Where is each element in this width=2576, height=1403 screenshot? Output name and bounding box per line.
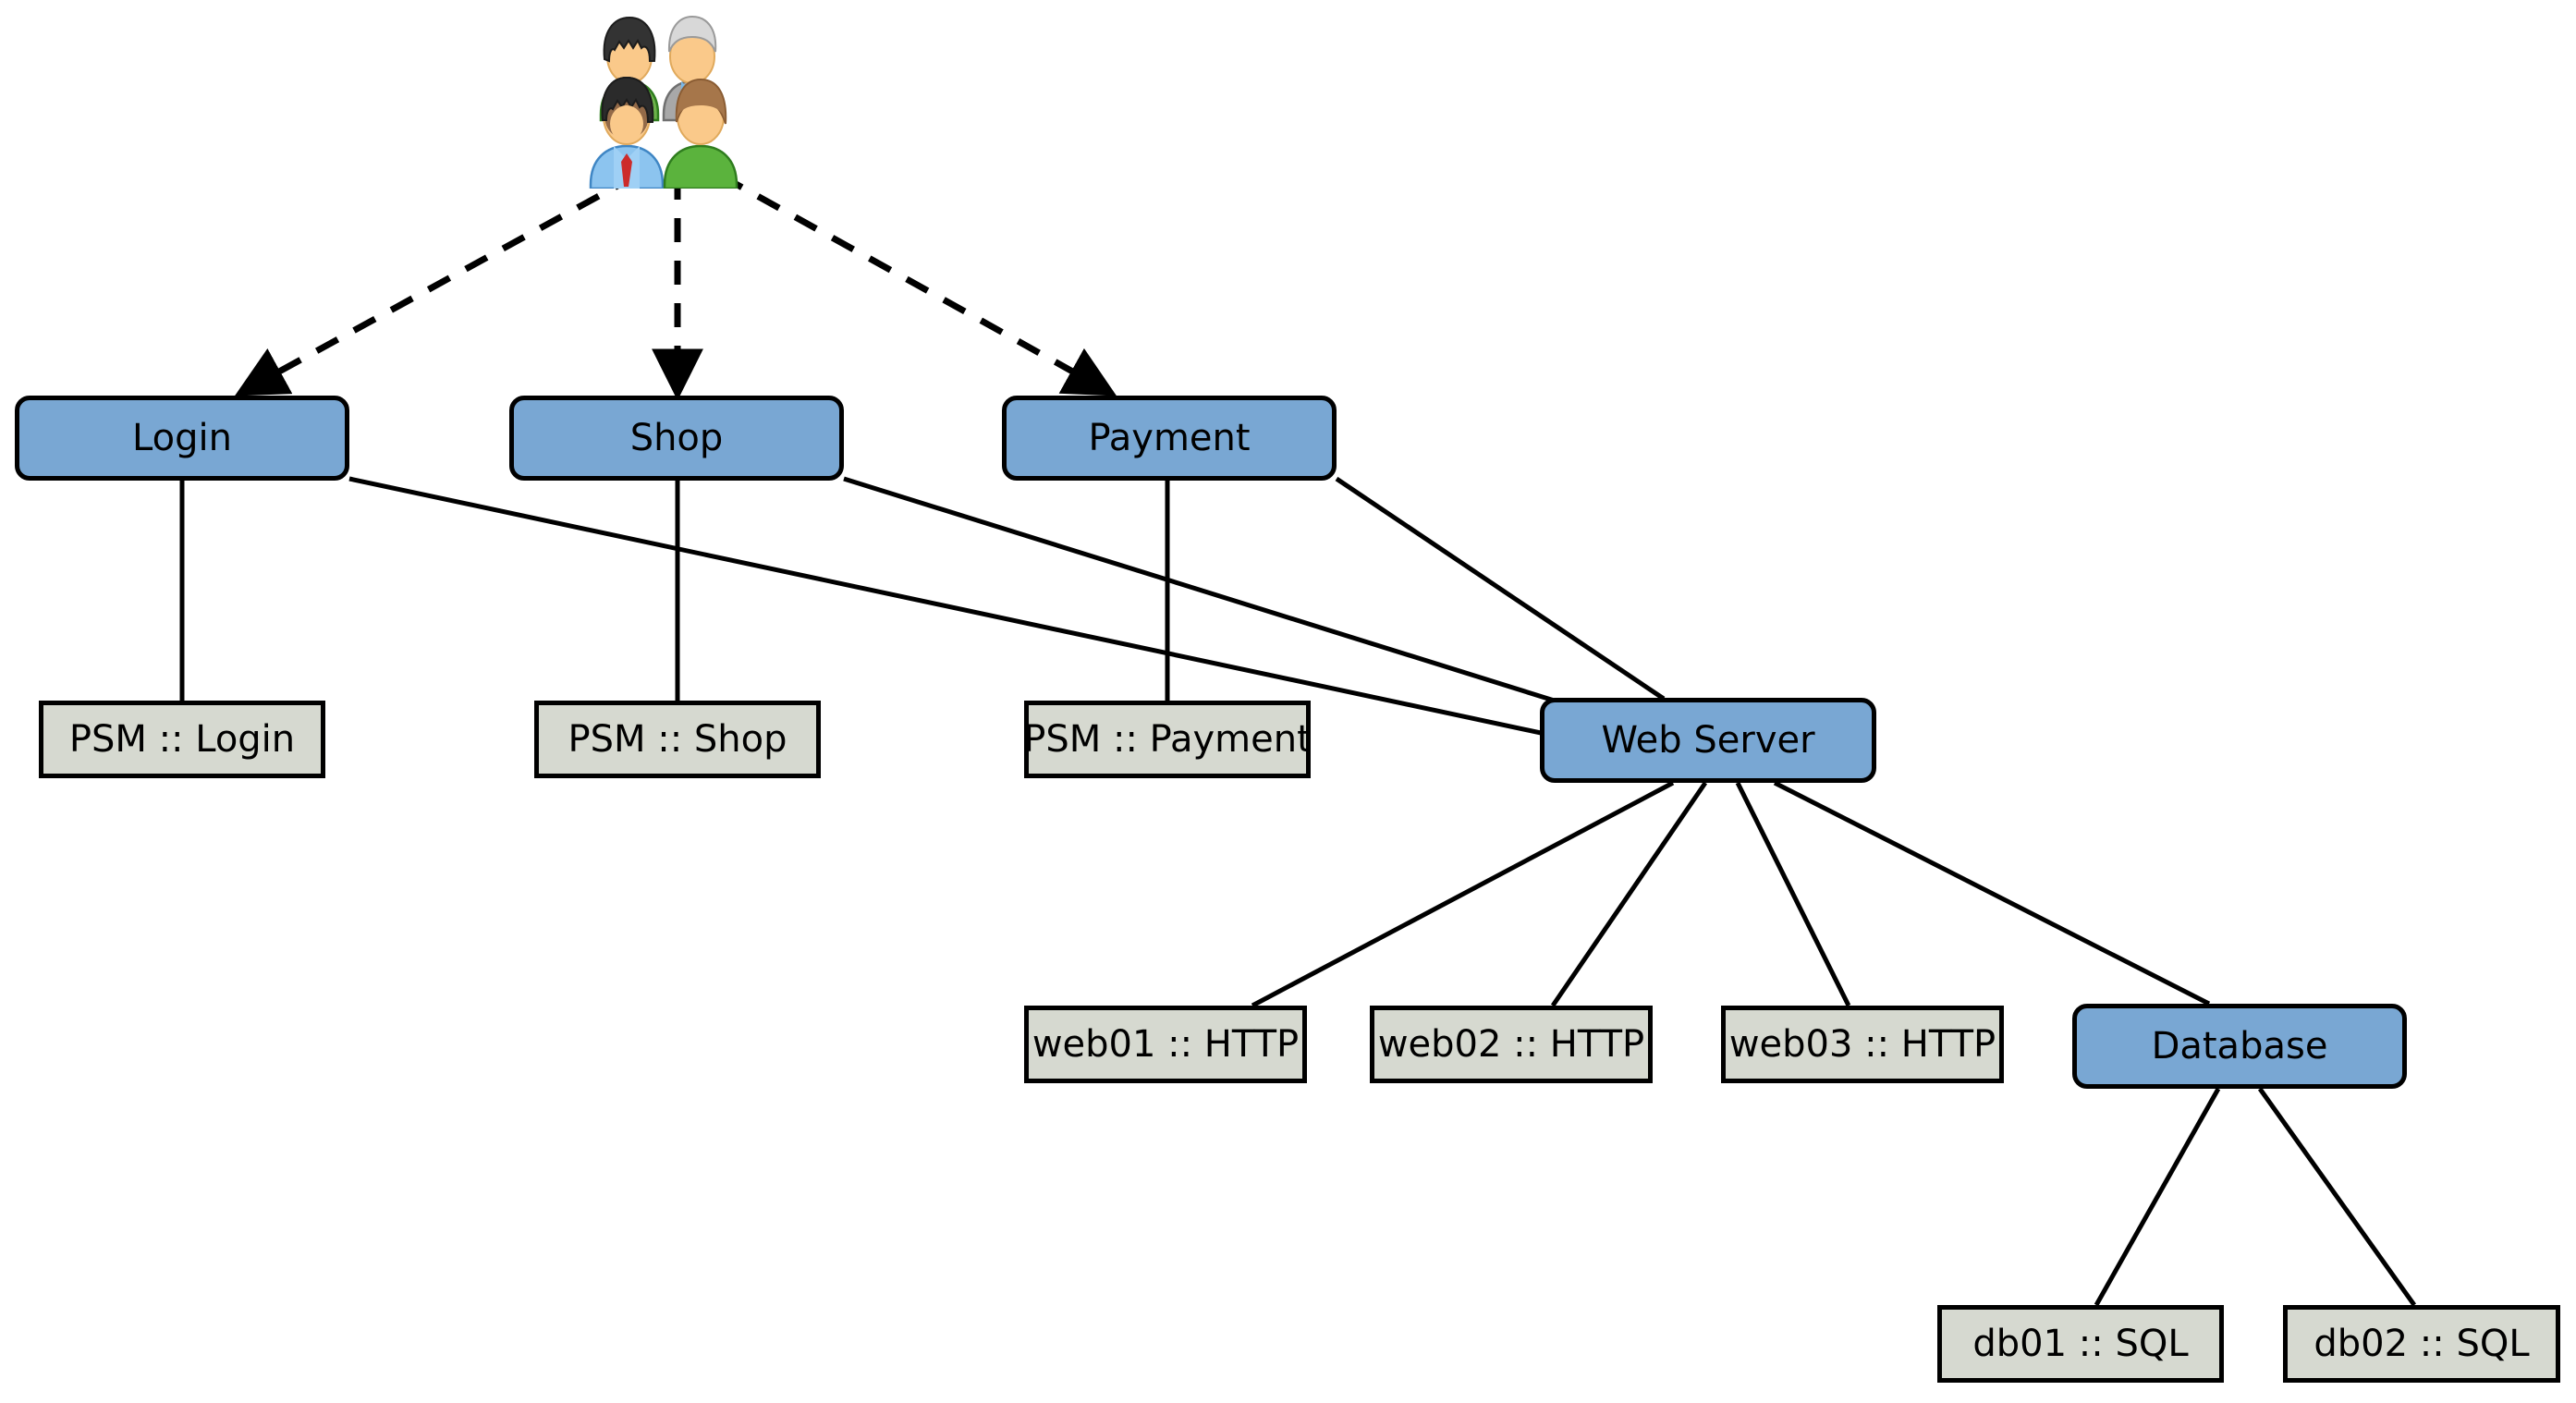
edge-users-to-payment [719, 172, 1117, 396]
node-db01-label: db01 :: SQL [1972, 1323, 2189, 1365]
edge-payment-to-web-server [1335, 476, 1666, 702]
edge-database-to-db01 [2094, 1087, 2221, 1307]
edge-web-server-to-web01 [1251, 780, 1675, 1008]
node-psm-payment[interactable]: PSM :: Payment [1023, 701, 1312, 778]
users-group-svg [589, 15, 739, 189]
edge-login-to-web-server [348, 476, 1572, 742]
node-db02-label: db02 :: SQL [2314, 1323, 2530, 1365]
association-edges [179, 476, 2417, 1307]
node-web03[interactable]: web03 :: HTTP [1721, 1006, 2004, 1083]
node-db02[interactable]: db02 :: SQL [2283, 1305, 2560, 1383]
node-payment[interactable]: Payment [1002, 396, 1337, 481]
node-psm-login[interactable]: PSM :: Login [39, 701, 325, 778]
edge-database-to-db02 [2257, 1087, 2417, 1307]
node-db01[interactable]: db01 :: SQL [1937, 1305, 2224, 1383]
node-psm-shop[interactable]: PSM :: Shop [534, 701, 821, 778]
edge-web-server-to-web03 [1735, 781, 1851, 1007]
node-login[interactable]: Login [15, 396, 349, 481]
edge-users-to-login [234, 172, 638, 396]
node-web-server[interactable]: Web Server [1540, 698, 1876, 783]
node-web02-label: web02 :: HTTP [1377, 1023, 1645, 1066]
node-shop[interactable]: Shop [509, 396, 844, 481]
users-group-icon[interactable] [573, 4, 749, 189]
node-web01-label: web01 :: HTTP [1032, 1023, 1300, 1066]
node-web02[interactable]: web02 :: HTTP [1370, 1006, 1653, 1083]
node-web-server-label: Web Server [1601, 719, 1815, 762]
node-shop-label: Shop [629, 417, 724, 459]
edge-shop-to-web-server [843, 476, 1620, 724]
node-payment-label: Payment [1088, 417, 1251, 459]
node-database[interactable]: Database [2072, 1004, 2407, 1089]
edge-web-server-to-database [1773, 780, 2211, 1006]
edge-web-server-to-web02 [1550, 781, 1708, 1007]
node-psm-payment-label: PSM :: Payment [1023, 718, 1312, 761]
dependency-edges [234, 172, 1117, 401]
node-login-label: Login [132, 417, 232, 459]
node-psm-shop-label: PSM :: Shop [568, 718, 787, 761]
node-psm-login-label: PSM :: Login [68, 718, 296, 761]
avatar-front-right [663, 78, 739, 189]
node-web03-label: web03 :: HTTP [1728, 1023, 1996, 1066]
node-database-label: Database [2151, 1025, 2328, 1068]
node-web01[interactable]: web01 :: HTTP [1024, 1006, 1307, 1083]
